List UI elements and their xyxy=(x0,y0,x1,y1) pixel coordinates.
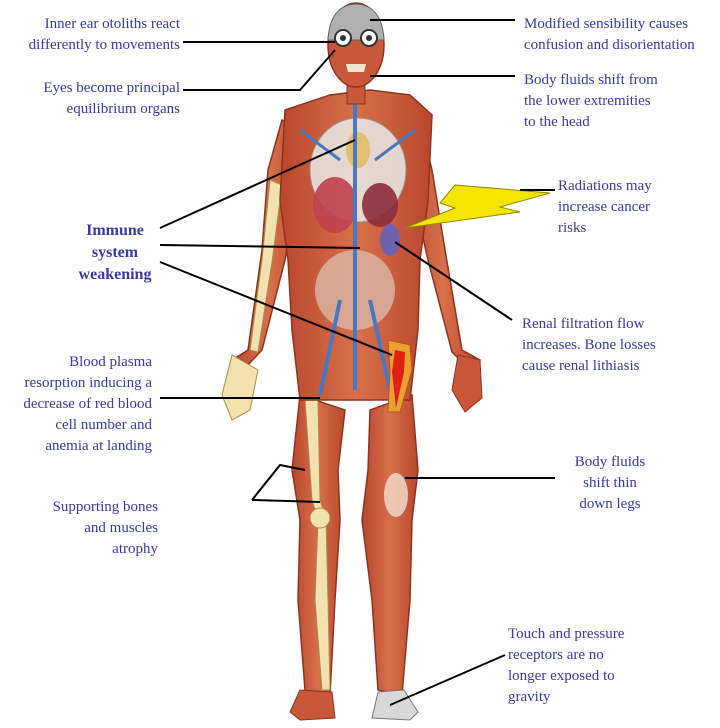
radiation-lightning xyxy=(404,184,551,229)
torso xyxy=(279,89,433,413)
legs xyxy=(289,393,419,721)
annotation-touch-pressure: Touch and pressure receptors are no long… xyxy=(508,626,625,705)
head xyxy=(327,2,385,105)
annotation-radiations: Radiations may increase cancer risks xyxy=(558,178,652,236)
annotation-body-fluids-head: Body fluids shift from the lower extremi… xyxy=(524,72,658,130)
annotation-eyes: Eyes become principal equilibrium organs xyxy=(43,80,180,117)
annotation-modified-sensibility: Modified sensibility causes confusion an… xyxy=(524,16,695,53)
annotation-body-fluids-legs: Body fluids shift thin down legs xyxy=(574,454,646,512)
annotation-blood-plasma: Blood plasma resorption inducing a decre… xyxy=(23,354,152,454)
annotation-renal: Renal filtration flow increases. Bone lo… xyxy=(522,316,656,374)
leader-lines xyxy=(159,19,555,706)
annotation-immune: Immune system weakening xyxy=(78,222,152,283)
annotation-inner-ear: Inner ear otoliths react differently to … xyxy=(28,16,180,53)
annotation-supporting-bones: Supporting bones and muscles atrophy xyxy=(52,499,158,557)
